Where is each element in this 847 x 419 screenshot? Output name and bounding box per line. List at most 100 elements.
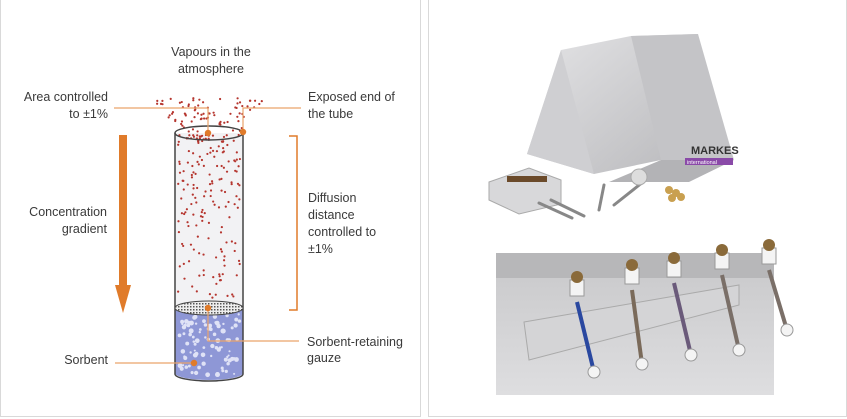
sorbent-bead	[224, 369, 228, 373]
vapours-label-1: Vapours in the	[171, 45, 251, 59]
vapour-dot	[181, 124, 184, 127]
sorbent-bead	[222, 322, 225, 326]
sorbent-bead	[226, 362, 230, 366]
vapour-dot	[235, 158, 238, 161]
vapour-dot	[238, 262, 241, 266]
vapour-dot	[201, 215, 204, 219]
vapour-dot	[200, 158, 204, 162]
sorbent-bead	[198, 330, 201, 334]
vapour-dot	[192, 213, 195, 216]
vapour-dot	[212, 276, 215, 279]
vapour-dot	[210, 180, 214, 183]
vapour-dot	[182, 188, 185, 191]
vapour-dot	[198, 135, 201, 138]
vapour-dot	[237, 120, 240, 123]
vapour-dot	[200, 211, 203, 214]
sorbent-bead	[221, 369, 225, 373]
gradient-arrow-head	[115, 285, 131, 313]
vapour-dot	[220, 189, 223, 192]
vapour-dot	[241, 104, 244, 108]
sample-tubes	[569, 239, 794, 379]
vapour-dot	[183, 277, 186, 280]
vapour-dot	[221, 273, 224, 276]
area-label-1: Area controlled	[24, 90, 108, 104]
sorbent-bead	[194, 322, 198, 325]
vapour-dot	[233, 249, 236, 253]
vapour-dot	[186, 161, 189, 164]
vapour-dot	[180, 197, 183, 200]
vapour-dot	[191, 193, 194, 196]
sorbent-bead	[193, 349, 196, 352]
sorbent-bead	[230, 326, 234, 330]
vapour-dot	[178, 265, 181, 268]
vapour-dot	[226, 143, 229, 147]
gradient-label-1: Concentration	[29, 205, 107, 219]
vapour-dot	[226, 120, 229, 124]
sorbent-bead	[226, 355, 229, 359]
vapour-dot	[246, 105, 249, 108]
vapour-dot	[236, 206, 239, 209]
vapour-dot	[219, 231, 223, 234]
diffusion-diagram-panel: Vapours in the atmosphere Concentration …	[0, 0, 421, 417]
vapour-dot	[234, 169, 237, 172]
vapours-label-2: atmosphere	[178, 62, 244, 76]
vapour-dot	[197, 140, 200, 143]
vapour-dot	[218, 97, 222, 101]
vapour-dot	[192, 183, 195, 187]
vapour-dot	[238, 184, 241, 187]
vapour-dot	[219, 248, 223, 251]
vapour-dot	[238, 112, 241, 115]
vapour-dot	[168, 114, 171, 117]
vapour-dot	[182, 262, 185, 265]
vapour-dot	[203, 195, 206, 198]
vapour-dot	[238, 101, 242, 104]
vapour-dot	[236, 115, 239, 118]
vapour-dot	[196, 134, 199, 137]
sorbent-label: Sorbent	[64, 353, 108, 367]
vapour-dot	[223, 121, 226, 124]
vapour-dot	[233, 203, 236, 206]
sorbent-bead	[202, 319, 206, 323]
vapour-dot	[211, 134, 215, 137]
sorbent-bead	[193, 342, 197, 346]
vapour-dot	[189, 243, 193, 246]
vapour-dot	[219, 279, 222, 282]
vapour-dot	[230, 181, 233, 184]
sample-tube	[666, 252, 698, 362]
sorbent-bead	[214, 346, 219, 350]
vapour-dot	[177, 290, 180, 293]
sorbent-bead	[185, 341, 190, 346]
sorbent-bead	[188, 320, 194, 326]
gauze-label-1: Sorbent-retaining	[307, 335, 403, 349]
vapour-dot	[236, 102, 239, 105]
sorbent-bead	[208, 323, 213, 328]
diffusion-label-1: Diffusion	[308, 191, 356, 205]
vapour-dot	[180, 122, 183, 126]
vapour-dot	[208, 293, 211, 296]
exposed-label-1: Exposed end of	[308, 90, 395, 104]
vapour-dot	[214, 256, 218, 259]
vapour-dot	[201, 134, 204, 137]
vapour-dot	[218, 273, 221, 276]
vapour-dot	[178, 160, 181, 163]
vapour-dot	[194, 196, 197, 199]
sorbent-bead	[223, 357, 228, 362]
vapour-dot	[236, 97, 239, 100]
vapour-dot	[184, 113, 187, 116]
sorbent-bead	[210, 343, 215, 349]
tube-holder-photo	[496, 239, 794, 395]
vapour-dot	[212, 111, 215, 114]
vapour-dot	[215, 164, 219, 168]
photo-panel: MARKES international	[428, 0, 847, 417]
vapour-dot	[230, 240, 233, 243]
vapour-dot	[208, 182, 212, 186]
sorbent-bead	[214, 321, 218, 324]
sorbent-bead	[225, 313, 229, 318]
product-photos: MARKES international	[488, 34, 794, 395]
sorbent-bead	[194, 338, 200, 344]
vapour-dot	[211, 149, 215, 152]
vapour-dot	[182, 244, 185, 248]
sorbent-bead	[237, 313, 240, 316]
vapour-dot	[192, 135, 196, 138]
vapour-dot	[190, 173, 193, 177]
